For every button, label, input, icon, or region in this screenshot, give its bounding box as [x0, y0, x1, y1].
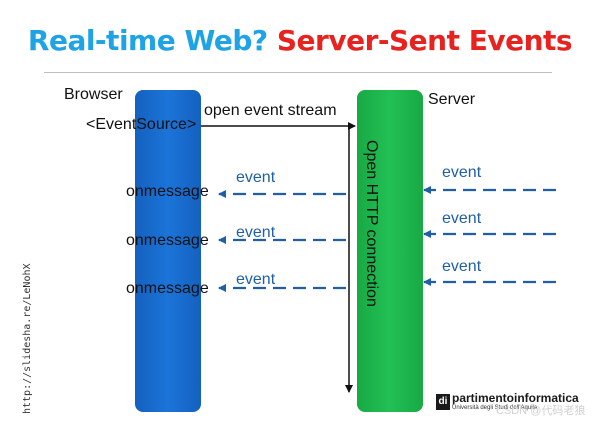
slide-title: Real-time Web? Server-Sent Events [0, 24, 600, 57]
browser-event-label-2: event [236, 224, 276, 241]
onmessage-handler-1: onmessage [126, 183, 209, 200]
onmessage-handler-2: onmessage [126, 232, 209, 249]
browser-lifeline [135, 90, 201, 412]
logo-mark: di [436, 394, 450, 410]
eventsource-label: <EventSource> [86, 116, 197, 133]
open-stream-label: open event stream [204, 102, 337, 119]
title-part-2: Server-Sent Events [276, 24, 573, 57]
title-part-1: Real-time Web? [27, 24, 268, 57]
server-lifeline [357, 90, 423, 412]
source-credit-link[interactable]: http://slidesha.re/LeNohX [22, 263, 33, 414]
server-label: Server [428, 91, 476, 108]
browser-event-label-1: event [236, 169, 276, 186]
title-divider [44, 72, 552, 73]
browser-event-label-3: event [236, 271, 276, 288]
watermark: CSDN @代码老狼 [496, 405, 586, 417]
department-logo: di partimentoinformatica Università degl… [436, 392, 579, 412]
logo-subtitle: Università degli Studi dell'Aquila [452, 405, 538, 411]
server-event-label-3: event [442, 258, 482, 275]
server-event-label-1: event [442, 164, 482, 181]
onmessage-handler-3: onmessage [126, 280, 209, 297]
server-event-label-2: event [442, 210, 482, 227]
http-connection-label: Open HTTP connection [363, 140, 380, 307]
logo-title: partimentoinformatica [452, 391, 579, 405]
browser-label: Browser [64, 86, 123, 103]
